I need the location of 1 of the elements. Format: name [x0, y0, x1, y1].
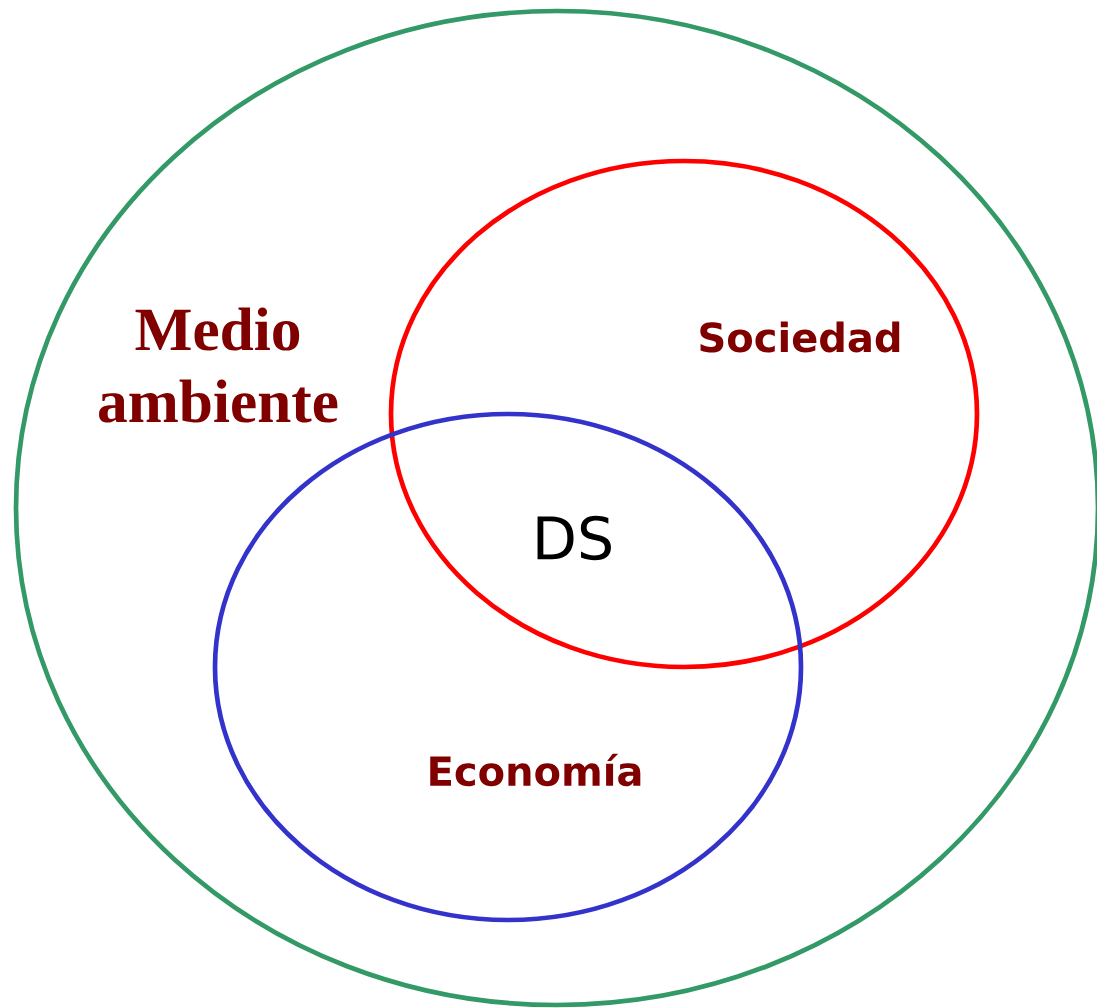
- center-label: DS: [537, 515, 611, 561]
